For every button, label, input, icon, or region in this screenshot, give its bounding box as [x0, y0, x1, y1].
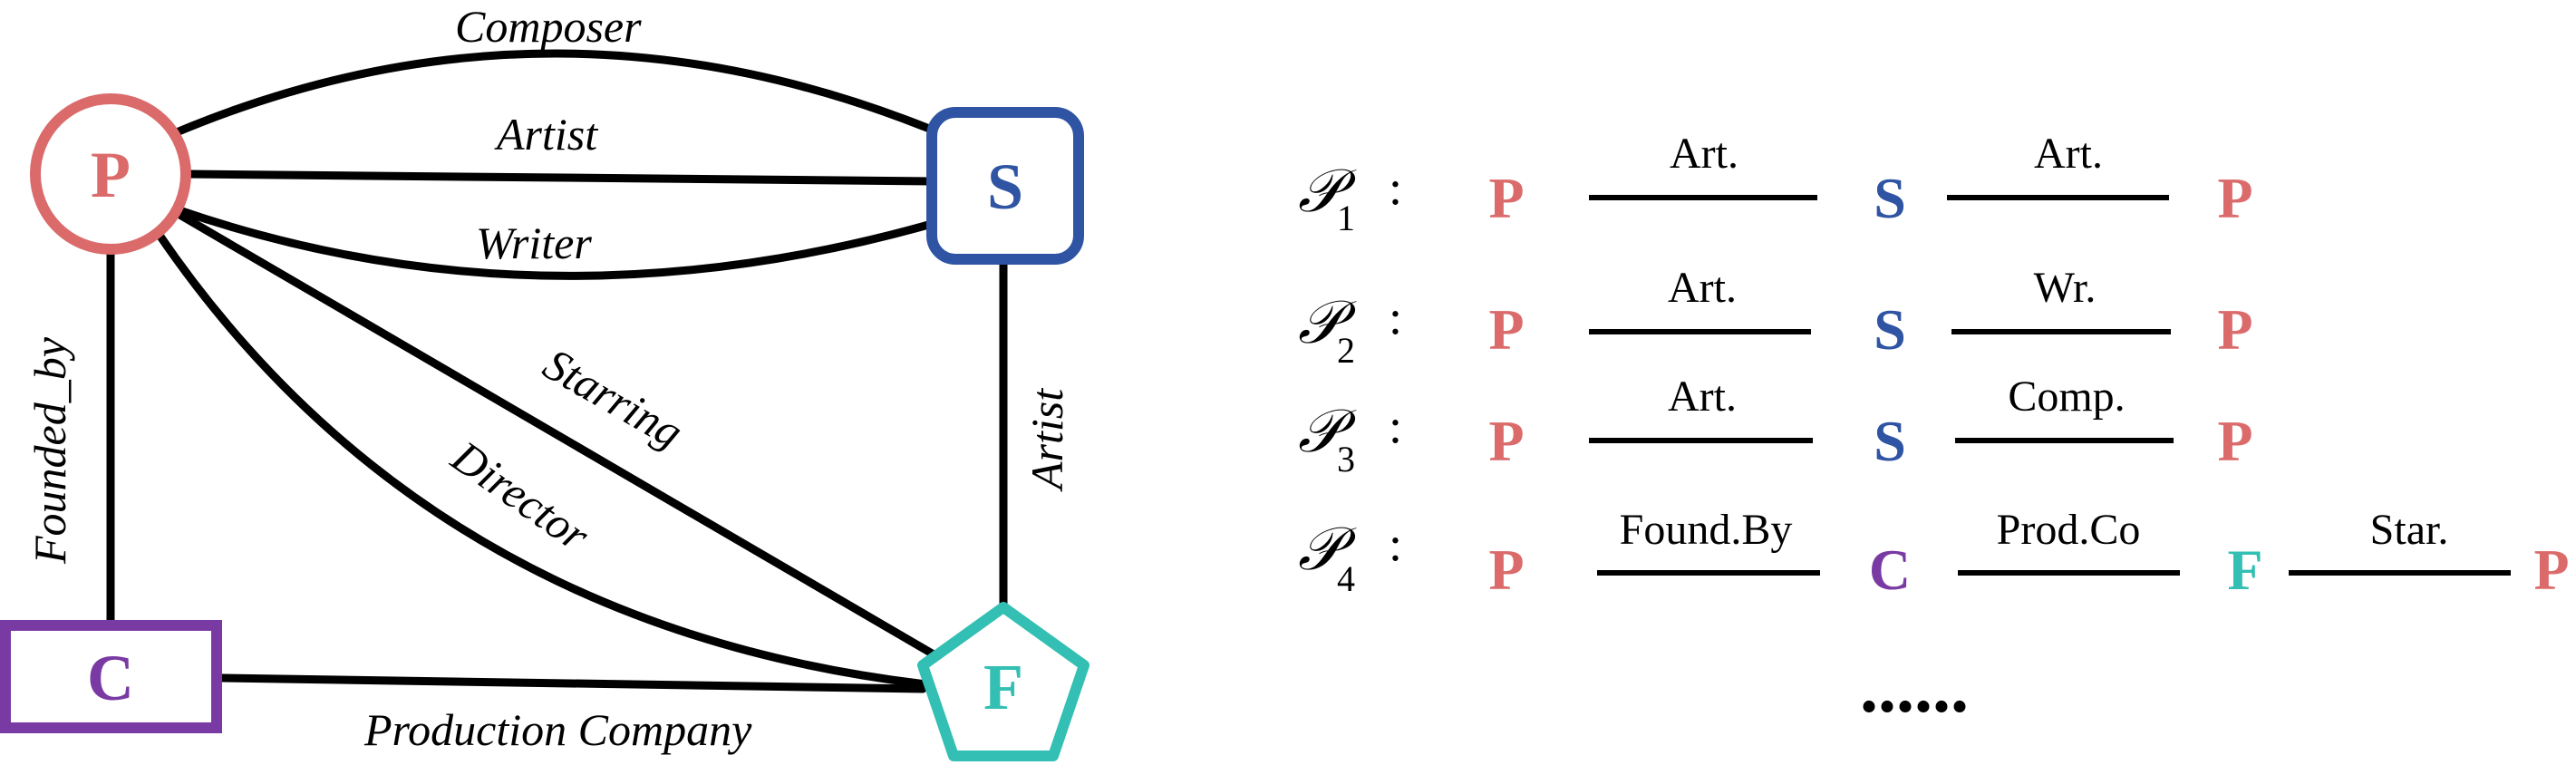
node-s: S	[926, 107, 1084, 265]
edge-starring	[172, 208, 938, 659]
node-c-box	[0, 620, 222, 733]
more-paths-ellipsis: ......	[1860, 648, 1969, 728]
meta-path-4-relation-2: Prod.Co	[1997, 506, 2141, 554]
meta-path-2-node-1: P	[1488, 297, 1524, 362]
edge-label-composer: Composer	[455, 1, 642, 52]
node-s-box	[926, 107, 1084, 265]
meta-path-1-colon: :	[1389, 160, 1402, 215]
edge-label-founded-by: Founded_by	[24, 336, 75, 565]
meta-path-3: 𝒫 3 : P Art. S Comp. P	[1298, 373, 2253, 479]
node-c: C	[0, 620, 222, 733]
meta-path-4: 𝒫 4 : P Found.By C Prod.Co F Star. P	[1298, 506, 2570, 602]
meta-path-2-subscript: 2	[1337, 330, 1355, 371]
meta-path-3-subscript: 3	[1337, 439, 1355, 479]
meta-path-4-node-2: C	[1869, 537, 1911, 602]
meta-path-3-colon: :	[1389, 399, 1402, 453]
node-p-circle	[30, 93, 191, 255]
meta-path-list: 𝒫 1 : P Art. S Art. P 𝒫 2 : P Art. S Wr.…	[1298, 130, 2570, 728]
node-c-label: C	[87, 642, 134, 714]
meta-path-1-subscript: 1	[1337, 198, 1355, 238]
meta-path-4-relation-3: Star.	[2370, 506, 2449, 554]
edge-director	[154, 229, 931, 689]
meta-path-2-relation-1: Art.	[1668, 264, 1737, 312]
meta-path-4-node-4: P	[2533, 537, 2569, 602]
node-f: F	[917, 602, 1089, 761]
node-p: P	[30, 93, 191, 255]
edge-production-company	[218, 673, 927, 693]
node-f-label: F	[983, 651, 1023, 723]
node-f-pentagon	[917, 602, 1089, 761]
meta-path-1-node-3: P	[2217, 166, 2252, 230]
meta-path-4-node-3: F	[2227, 537, 2262, 602]
meta-path-3-node-1: P	[1488, 409, 1524, 473]
meta-path-4-relation-1: Found.By	[1620, 506, 1793, 554]
meta-path-2-node-3: P	[2217, 297, 2252, 362]
edge-composer	[168, 49, 947, 139]
meta-path-3-node-3: P	[2217, 409, 2252, 473]
node-p-label: P	[91, 139, 131, 211]
edge-label-writer: Writer	[476, 218, 592, 268]
meta-path-1-node-1: P	[1488, 166, 1524, 230]
meta-path-4-colon: :	[1389, 517, 1402, 571]
meta-path-2: 𝒫 2 : P Art. S Wr. P	[1298, 264, 2253, 371]
edge-writer	[175, 206, 943, 280]
meta-path-3-relation-2: Comp.	[2008, 373, 2125, 421]
edge-label-artist-s-f: Artist	[1022, 388, 1072, 492]
edge-label-production-company: Production Company	[363, 704, 752, 755]
meta-path-2-node-2: S	[1874, 297, 1906, 362]
meta-path-1-relation-2: Art.	[2034, 130, 2103, 178]
meta-path-4-node-1: P	[1488, 537, 1524, 602]
edge-label-artist-p-s: Artist	[494, 109, 598, 160]
meta-path-2-colon: :	[1389, 290, 1402, 344]
meta-path-4-subscript: 4	[1337, 558, 1355, 599]
meta-path-1-relation-1: Art.	[1670, 130, 1738, 178]
meta-path-2-relation-2: Wr.	[2034, 264, 2097, 312]
meta-path-1-node-2: S	[1874, 166, 1906, 230]
meta-path-3-node-2: S	[1874, 409, 1906, 473]
meta-path-1: 𝒫 1 : P Art. S Art. P	[1298, 130, 2253, 238]
edge-artist-p-s	[181, 169, 938, 186]
meta-path-3-relation-1: Art.	[1668, 373, 1737, 421]
schema-graph: Composer Artist Writer Founded_by Starri…	[0, 1, 1089, 761]
node-s-label: S	[987, 150, 1023, 223]
